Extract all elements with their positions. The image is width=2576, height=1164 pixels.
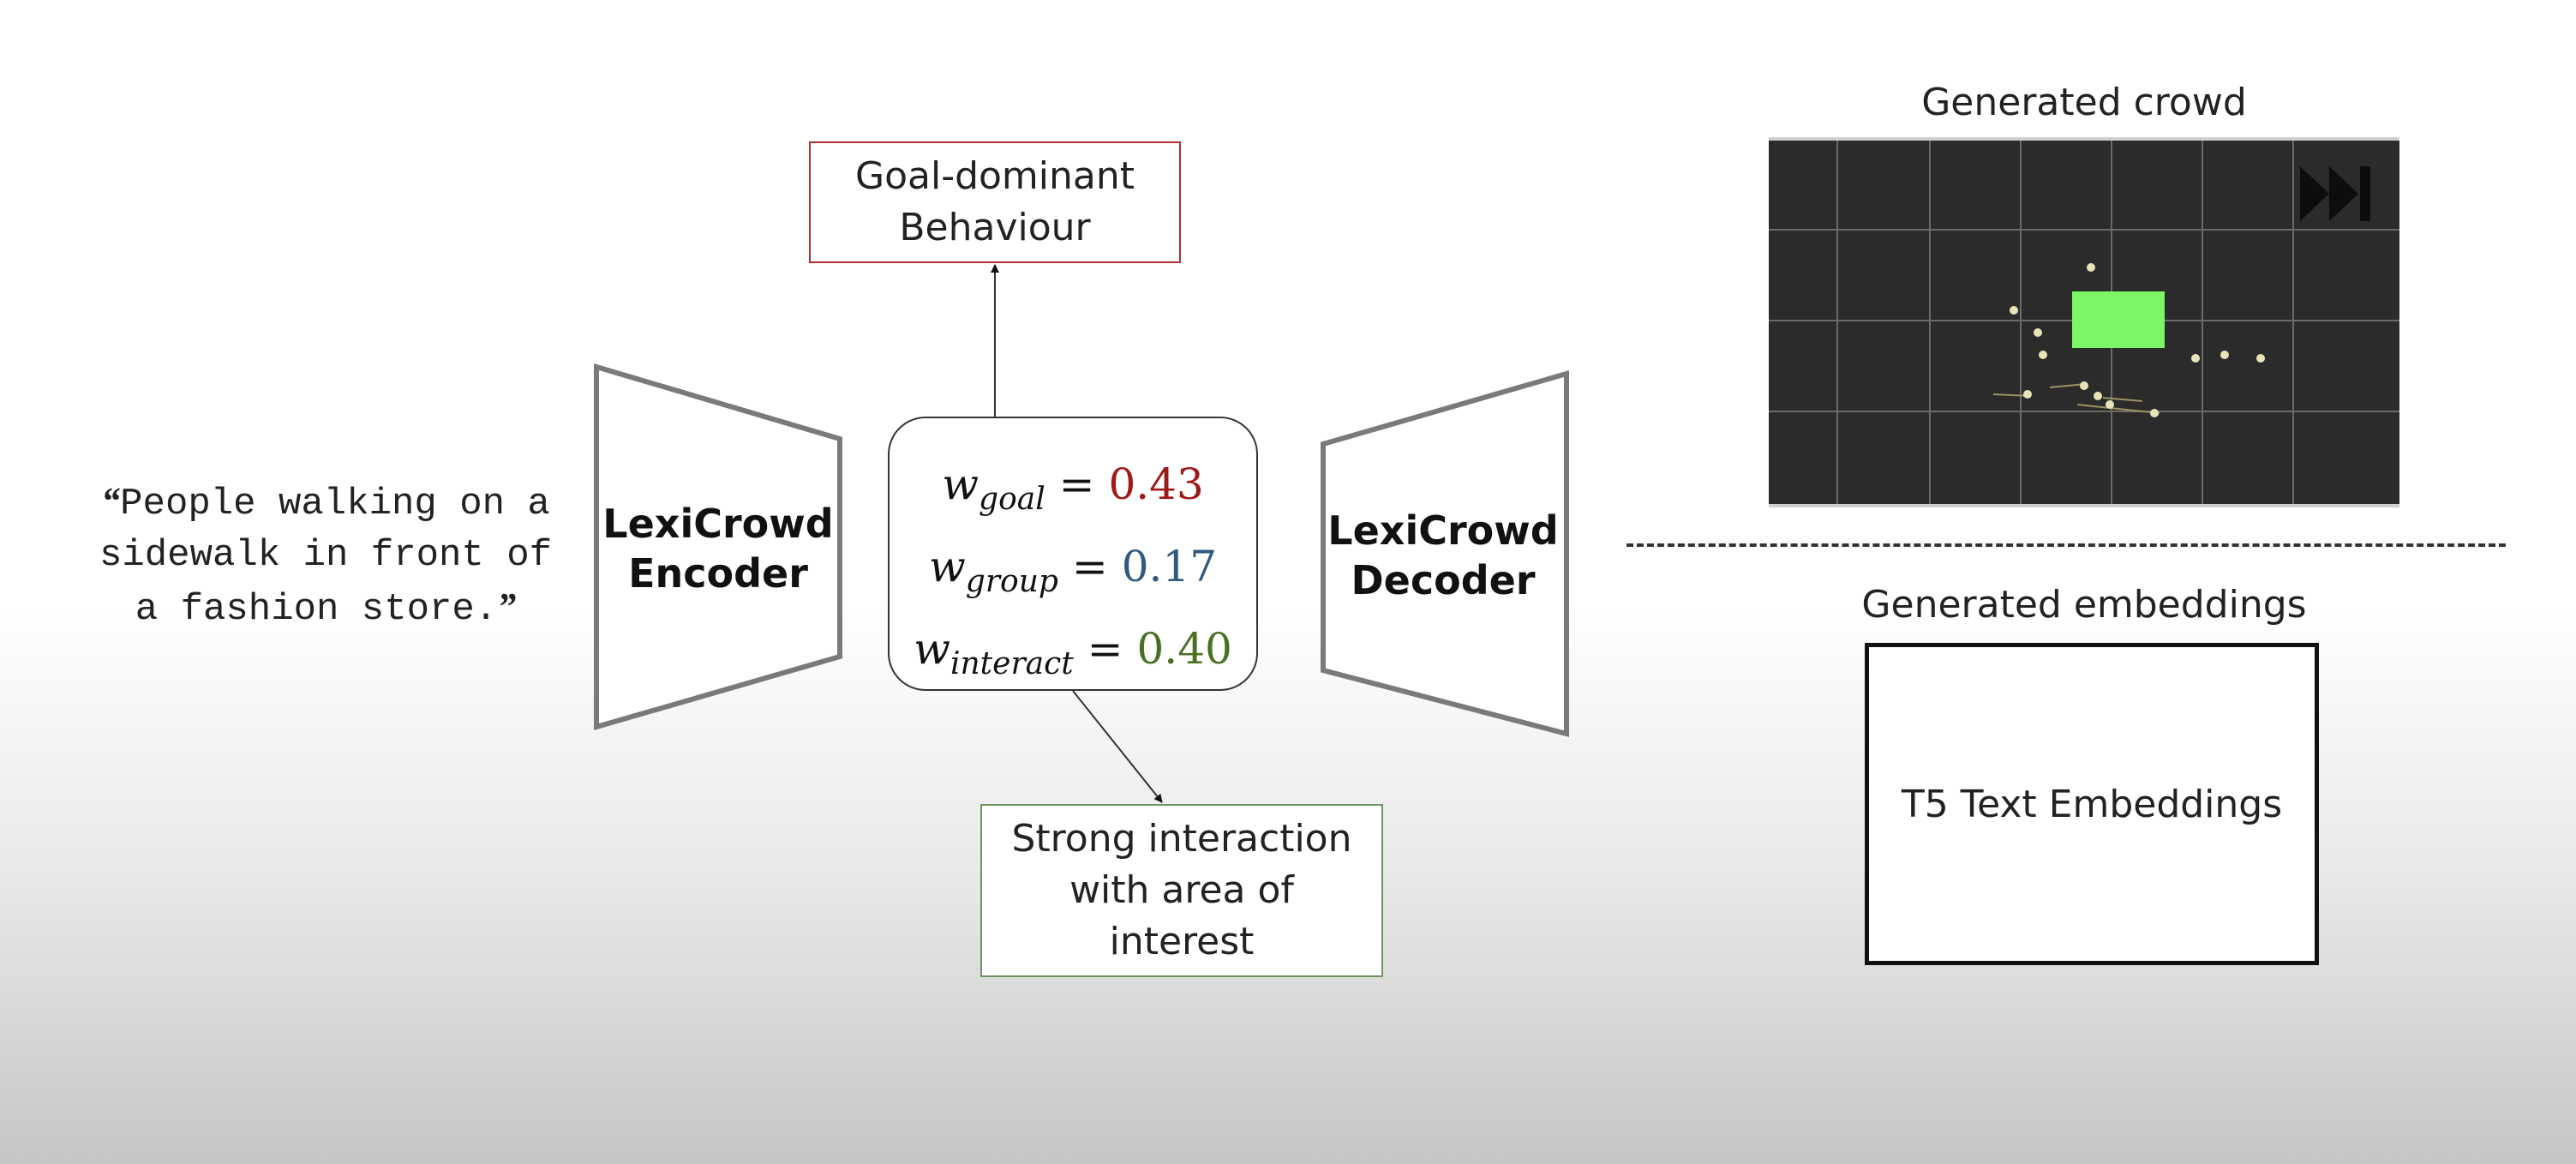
- prompt-text-3: a fashion store.: [135, 588, 498, 631]
- crowd-simulation-canvas: [1769, 141, 2399, 504]
- goal-box-line-2: Behaviour: [899, 206, 1091, 249]
- weight-goal-subscript: goal: [979, 482, 1045, 517]
- decoder-label-line-2: Decoder: [1351, 557, 1536, 603]
- weight-group: wgroup = 0.17: [890, 533, 1256, 615]
- weight-goal-equals: =: [1058, 459, 1095, 509]
- crowd-agents: [2010, 263, 2265, 417]
- prompt-line-2: sidewalk in front of: [99, 534, 553, 577]
- interaction-box-line-1: Strong interaction: [1011, 817, 1352, 861]
- weight-group-symbol: w: [928, 542, 966, 591]
- goal-box-line-1: Goal-dominant: [854, 154, 1135, 198]
- fast-forward-icon[interactable]: [2300, 166, 2370, 221]
- agent: [2106, 400, 2114, 409]
- interaction-box-line-2: with area of: [1069, 868, 1294, 912]
- crowd-simulation-view: [1769, 137, 2399, 507]
- weight-group-equals: =: [1071, 542, 1108, 591]
- agent: [2034, 328, 2042, 337]
- interaction-box-line-3: interest: [1109, 920, 1255, 963]
- agent: [2010, 306, 2018, 315]
- agent: [2220, 351, 2229, 359]
- weight-interact-subscript: interact: [950, 646, 1074, 681]
- agent: [2150, 409, 2159, 417]
- latent-weights-box: wgoal = 0.43 wgroup = 0.17 winteract = 0…: [888, 417, 1258, 691]
- agent-trails: [1992, 383, 2160, 414]
- agent: [2191, 354, 2200, 363]
- crowd-panel-title: Generated crowd: [1921, 81, 2247, 124]
- weight-goal-symbol: w: [942, 459, 979, 509]
- arrow-to-interaction-box: [1072, 690, 1163, 803]
- close-quote: ”: [497, 585, 517, 627]
- open-quote: “: [101, 480, 121, 522]
- goal-behaviour-box: Goal-dominant Behaviour: [809, 141, 1181, 263]
- agent: [2080, 381, 2088, 390]
- interaction-box: Strong interaction with area of interest: [980, 804, 1383, 977]
- embeddings-panel-title: Generated embeddings: [1861, 583, 2307, 627]
- decoder-trapezoid: [1321, 370, 1569, 737]
- t5-embeddings-label: T5 Text Embeddings: [1901, 782, 2283, 826]
- prompt-line-3: a fashion store.”: [34, 581, 617, 635]
- prompt-text-1: People walking on a: [120, 483, 550, 525]
- weight-group-subscript: group: [965, 564, 1058, 599]
- agent: [2039, 351, 2047, 359]
- prompt-line-1: “People walking on a: [34, 476, 617, 530]
- encoder-label-line-1: LexiCrowd: [602, 501, 834, 547]
- decoder-label-line-1: LexiCrowd: [1327, 507, 1559, 554]
- decoder-label: LexiCrowd Decoder: [1315, 506, 1572, 605]
- agent: [2087, 263, 2095, 272]
- weight-interact-symbol: w: [914, 624, 950, 674]
- weight-interact: winteract = 0.40: [890, 615, 1256, 698]
- agent: [2256, 354, 2265, 363]
- input-prompt: “People walking on a sidewalk in front o…: [34, 476, 617, 635]
- weight-interact-value: 0.40: [1136, 624, 1232, 674]
- agent: [2023, 390, 2032, 399]
- section-divider: [1626, 543, 2506, 547]
- agent: [2094, 392, 2102, 400]
- weight-interact-equals: =: [1087, 624, 1123, 674]
- t5-embeddings-box: T5 Text Embeddings: [1865, 643, 2319, 965]
- area-of-interest: [2072, 291, 2165, 348]
- weight-goal: wgoal = 0.43: [890, 451, 1256, 533]
- encoder-label: LexiCrowd Encoder: [590, 499, 847, 598]
- weight-goal-value: 0.43: [1108, 459, 1204, 509]
- weight-group-value: 0.17: [1121, 542, 1218, 591]
- encoder-trapezoid: [594, 363, 842, 730]
- encoder-label-line-2: Encoder: [628, 550, 808, 597]
